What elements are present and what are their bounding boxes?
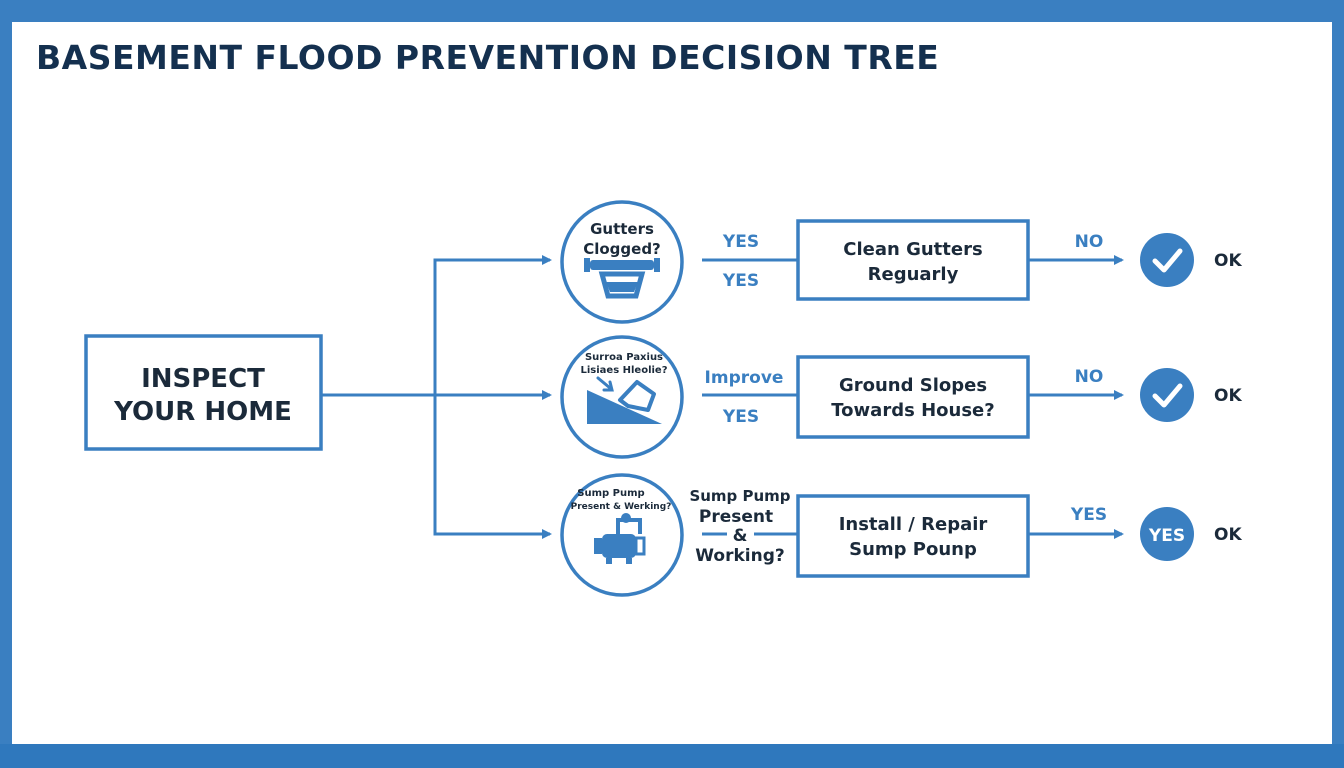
branch-grading: Surroa Paxius Lisiaes Hleolie? Improve Y… <box>560 335 1242 459</box>
result-circle-grading <box>1140 368 1194 422</box>
check-icon <box>1152 248 1183 273</box>
result-label-sump: OK <box>1214 525 1242 545</box>
sump-pump-icon <box>594 513 646 564</box>
branch-gutters: Gutters Clogged? YES YES Clean Gutters R… <box>560 200 1242 324</box>
result-circle-gutters <box>1140 233 1194 287</box>
edge-label-grading-bottom: YES <box>722 407 759 427</box>
question-gutters-line1: Gutters <box>590 220 654 238</box>
question-sump-line1: Sump Pump <box>577 488 644 499</box>
result-edge-sump: YES <box>1070 505 1107 525</box>
question-grading-line2: Lisiaes Hleolie? <box>580 365 667 376</box>
edge-label-gutters-bottom: YES <box>722 271 759 291</box>
page-title: BASEMENT FLOOD PREVENTION DECISION TREE <box>36 38 940 77</box>
gutter-icon <box>584 258 660 299</box>
action-grading-line1: Ground Slopes <box>839 375 987 396</box>
result-badge-sump: YES <box>1148 526 1185 546</box>
action-grading-line2: Towards House? <box>831 400 994 421</box>
edge-label-grading-top: Improve <box>705 368 784 388</box>
action-sump-line1: Install / Repair <box>839 514 988 535</box>
start-node-line2: YOUR HOME <box>113 397 292 427</box>
question-gutters-line2: Clogged? <box>583 240 661 258</box>
question-grading-line1: Surroa Paxius <box>585 352 663 363</box>
start-connectors <box>321 255 552 539</box>
action-box-sump-pump <box>796 494 1030 578</box>
result-edge-gutters: NO <box>1075 232 1104 252</box>
result-label-grading: OK <box>1214 386 1242 406</box>
action-gutters-line1: Clean Gutters <box>843 239 982 260</box>
decision-tree-diagram: INSPECT YOUR HOME Gutters Clogged? YES Y… <box>84 200 1242 597</box>
result-label-gutters: OK <box>1214 251 1242 271</box>
start-node: INSPECT YOUR HOME <box>84 334 323 451</box>
result-circle-sump <box>1140 507 1194 561</box>
edge-label-sump-line1: Sump Pump <box>689 487 790 505</box>
check-icon <box>1152 383 1183 408</box>
branch-sump-pump: Sump Pump Present & Werking? Sump Pump P… <box>560 473 1242 597</box>
action-gutters-line2: Reguarly <box>868 264 959 285</box>
action-sump-line2: Sump Pounp <box>849 539 977 560</box>
bottom-band <box>0 744 1344 768</box>
sloped-ground-house-icon <box>587 376 662 424</box>
edge-label-sump-line4: Working? <box>695 546 784 566</box>
diagram-canvas: BASEMENT FLOOD PREVENTION DECISION TREE … <box>12 22 1332 744</box>
result-edge-grading: NO <box>1075 367 1104 387</box>
action-box-gutters <box>796 219 1030 301</box>
edge-label-sump-line3: & <box>733 526 748 546</box>
start-node-line1: INSPECT <box>141 364 265 394</box>
edge-label-gutters-top: YES <box>722 232 759 252</box>
connector-start-branch-3 <box>433 395 552 539</box>
edge-label-sump-line2: Present <box>699 507 773 527</box>
action-box-grading <box>796 355 1030 439</box>
question-sump-line2: Present & Werking? <box>571 502 672 512</box>
